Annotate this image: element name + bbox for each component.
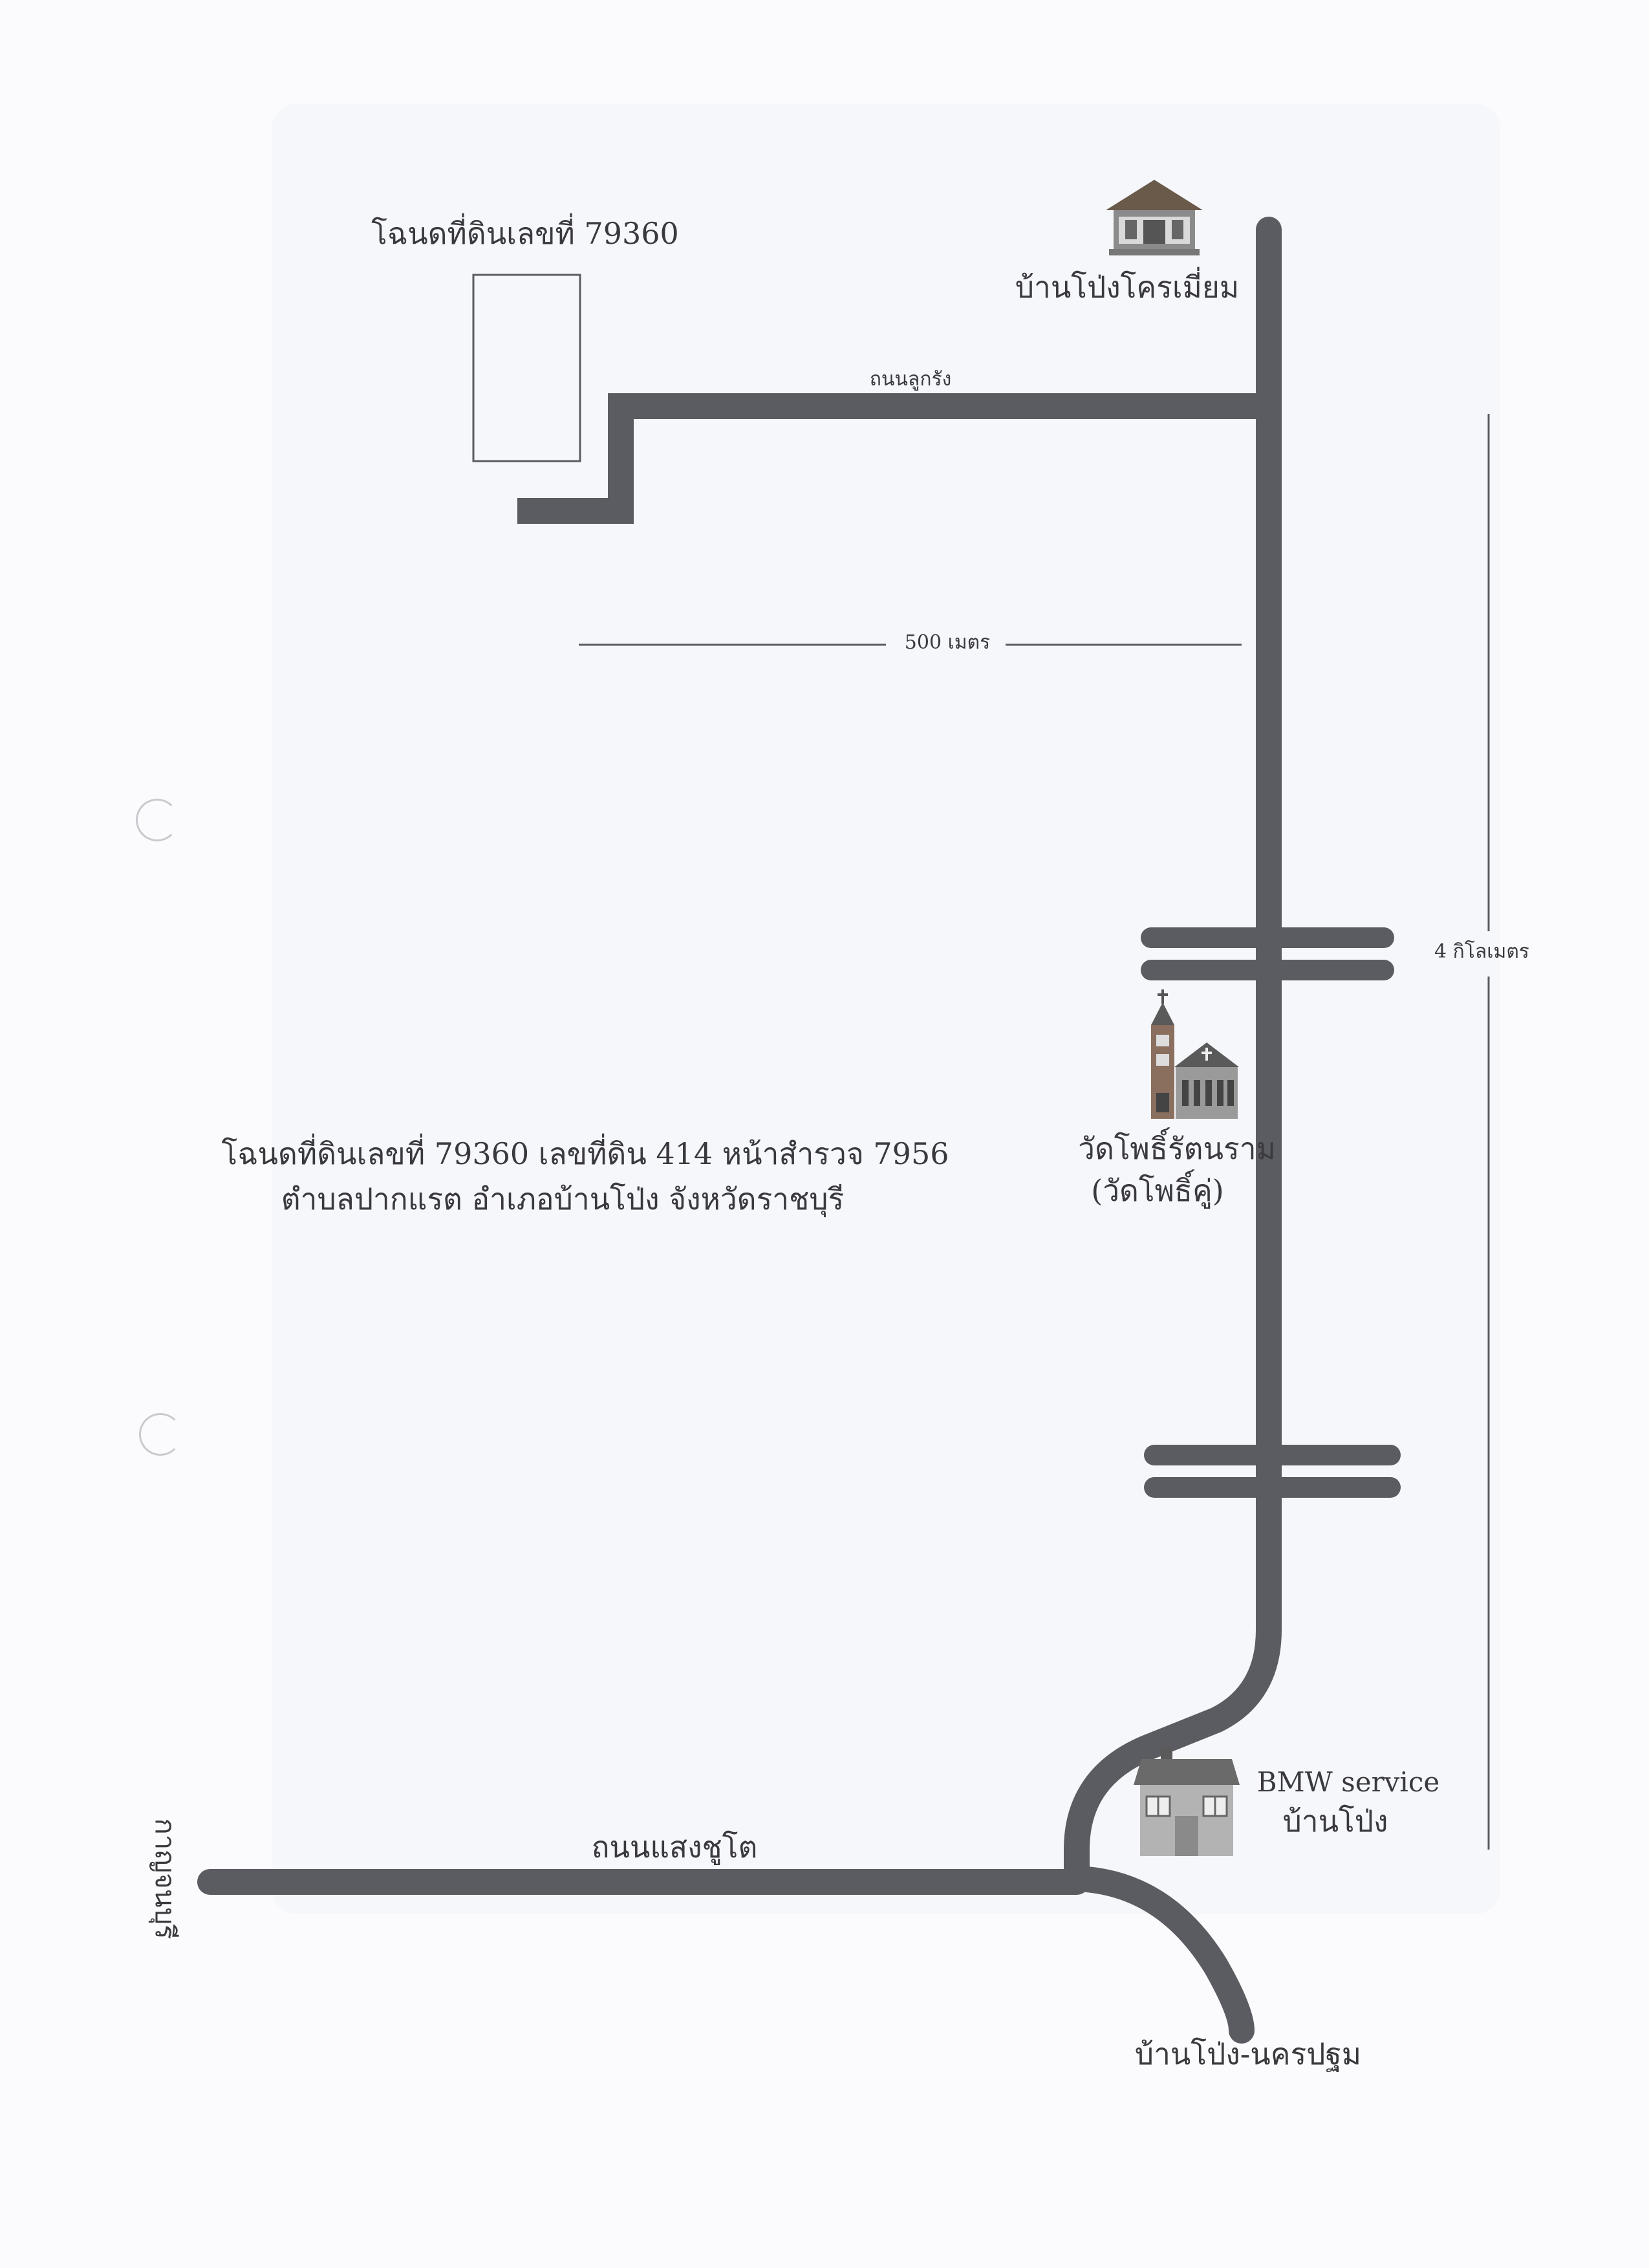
destination-village-label: บ้านโป่งโครเมี่ยม xyxy=(1015,270,1240,305)
temple-icon xyxy=(1151,989,1239,1119)
punch-hole-top xyxy=(136,799,178,841)
gravel-road xyxy=(517,393,1269,524)
gravel-road-label: ถนนลูกรัง xyxy=(869,368,952,391)
deed-line-2: ตำบลปากแรต อำเภอบ้านโป่ง จังหวัดราชบุรี xyxy=(281,1182,845,1216)
kanchanaburi-direction-label: กาญจนบุรี xyxy=(149,1818,181,1939)
nakhon-pathom-direction-label: บ้านโป่ง-นครปฐม xyxy=(1134,2036,1362,2071)
punch-hole-bottom xyxy=(139,1413,182,1456)
main-road-label: ถนนแสงชูโต xyxy=(591,1830,758,1864)
service-line-2: บ้านโป่ง xyxy=(1282,1804,1388,1839)
service-line-1: BMW service xyxy=(1256,1766,1440,1798)
temple-name-label: วัดโพธิ์รัตนราม xyxy=(1078,1131,1276,1166)
temple-alt-label: (วัดโพธิ์คู่) xyxy=(1091,1173,1224,1208)
main-road-vertical xyxy=(1064,217,1282,1892)
land-title-label: โฉนดที่ดินเลขที่ 79360 xyxy=(371,216,679,251)
distance-4km-label: 4 กิโลเมตร xyxy=(1434,940,1529,963)
land-plot xyxy=(472,274,581,462)
shop-icon xyxy=(1134,1746,1240,1856)
distance-500m-label: 500 เมตร xyxy=(904,631,991,654)
deed-line-1: โฉนดที่ดินเลขที่ 79360 เลขที่ดิน 414 หน้… xyxy=(221,1136,949,1171)
nakhon-pathom-road xyxy=(1064,1866,1255,2044)
house-icon xyxy=(1106,180,1203,255)
